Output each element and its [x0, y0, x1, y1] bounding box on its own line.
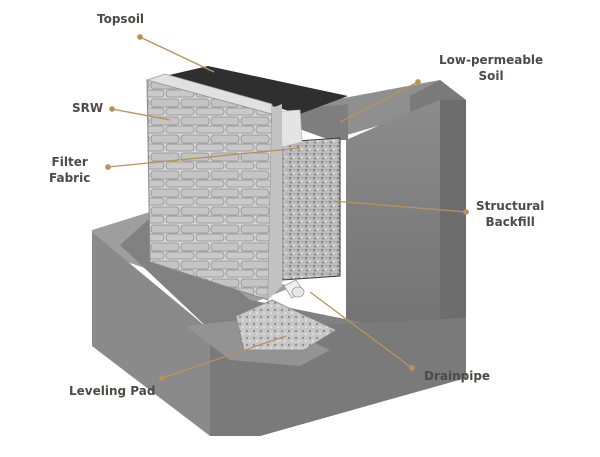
label-filter-line1: Filter [51, 155, 88, 169]
label-leveling-pad: Leveling Pad [69, 383, 155, 399]
label-srw-text: SRW [72, 101, 104, 115]
leader-lines [105, 34, 469, 381]
label-topsoil: Topsoil [97, 11, 144, 27]
label-filter-line2: Fabric [49, 171, 91, 185]
label-low-permeable-line1: Low-permeable [439, 53, 544, 67]
label-low-permeable-line2: Soil [478, 69, 504, 83]
low-permeable-soil-layer [290, 104, 348, 140]
structural-backfill [281, 137, 341, 281]
label-drainpipe-text: Drainpipe [424, 369, 491, 383]
retained-soil-block [290, 80, 466, 342]
srw-block-wall [145, 73, 282, 301]
label-leveling-pad-text: Leveling Pad [69, 384, 156, 398]
drainpipe-shape [283, 279, 305, 299]
label-structural-backfill: Structural Backfill [476, 198, 544, 230]
label-filter-fabric: Filter Fabric [49, 154, 90, 186]
leveling-pad [235, 299, 337, 351]
topsoil-layer [165, 66, 348, 114]
label-low-permeable-soil: Low-permeable Soil [439, 52, 543, 84]
label-topsoil-text: Topsoil [97, 12, 145, 26]
label-structural-line1: Structural [476, 199, 545, 213]
label-srw: SRW [72, 100, 103, 116]
label-structural-line2: Backfill [485, 215, 535, 229]
label-drainpipe: Drainpipe [424, 368, 490, 384]
